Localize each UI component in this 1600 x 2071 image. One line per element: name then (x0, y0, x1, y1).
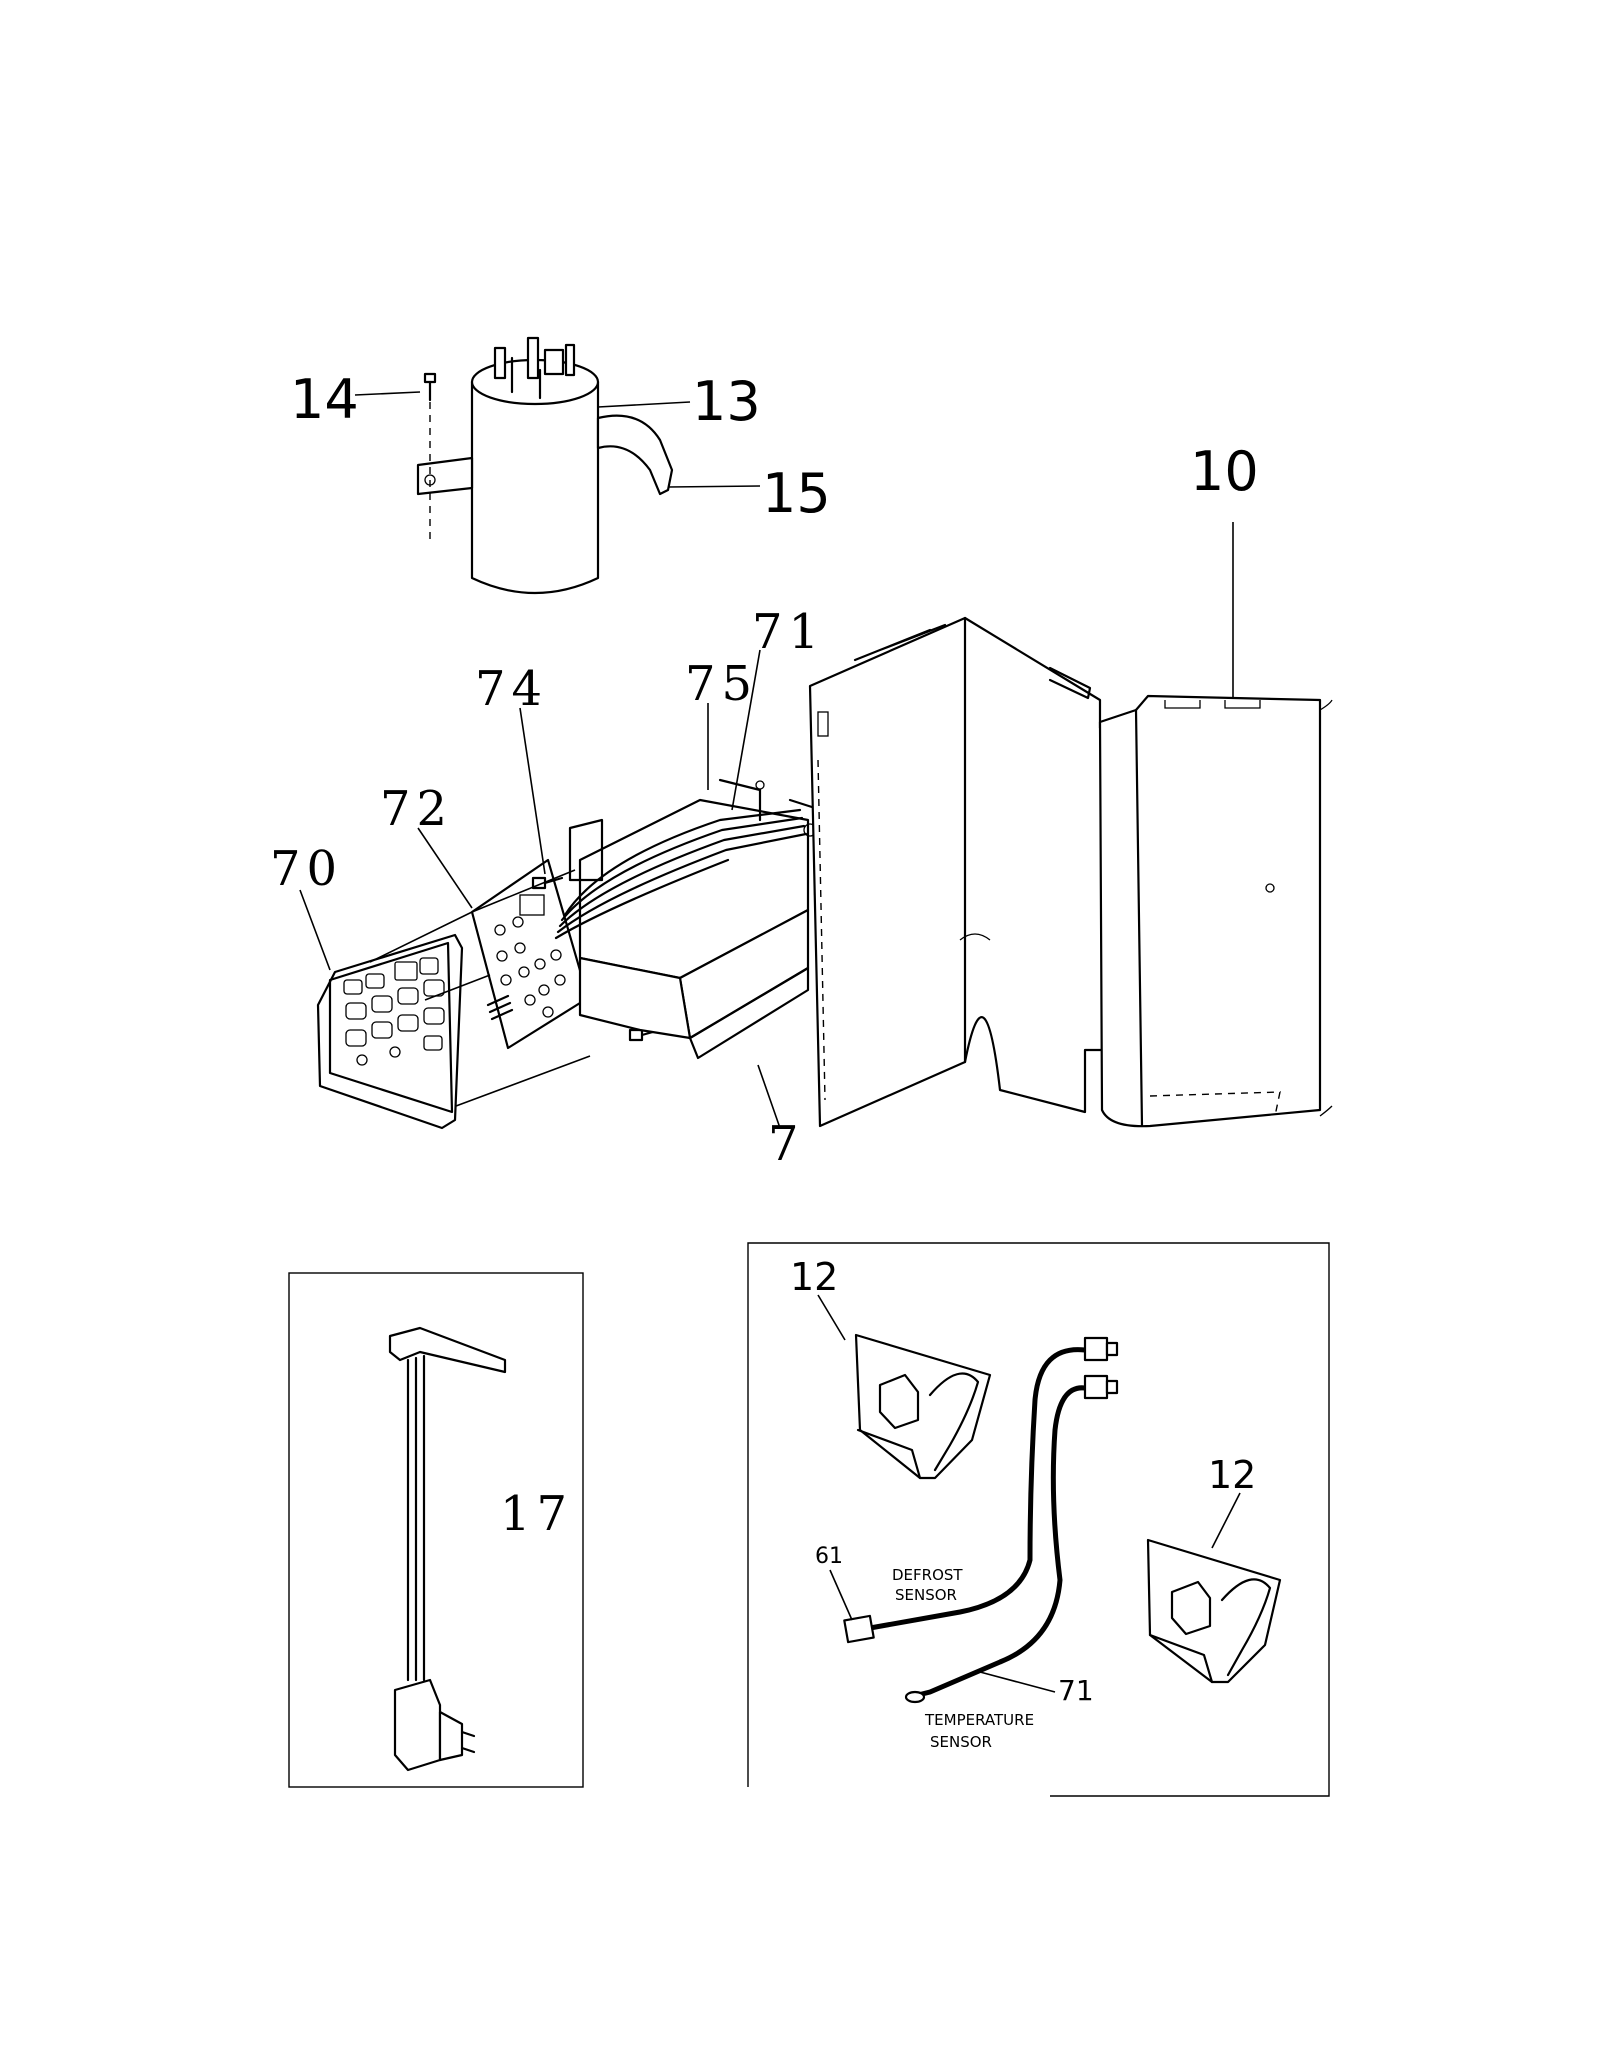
label-part-61: 61 (815, 1544, 843, 1569)
label-part-17: 17 (500, 1486, 573, 1542)
explode-lines (369, 869, 591, 1107)
label-part-13: 13 (692, 370, 761, 433)
sensor-bracket-right (1146, 1538, 1282, 1684)
capacitor-assembly (416, 336, 674, 595)
label-part-75: 75 (685, 656, 758, 712)
part-labels: 14 13 15 10 71 75 74 72 70 7 17 12 12 61… (270, 368, 1259, 1707)
label-part-15: 15 (762, 462, 831, 525)
label-part-12-right: 12 (1208, 1453, 1256, 1497)
sensor-bracket-top (854, 1333, 992, 1480)
connector-upper (1083, 1336, 1109, 1362)
connector-lower (1083, 1374, 1109, 1400)
label-part-72: 72 (380, 781, 453, 837)
label-part-70: 70 (270, 841, 343, 897)
power-cord-17 (388, 1326, 507, 1772)
label-part-71-wire: 71 (1058, 1674, 1094, 1707)
defrost-sensor-probe (843, 1614, 875, 1644)
label-part-7: 7 (768, 1116, 805, 1172)
defrost-sensor-label-line2: SENSOR (895, 1586, 957, 1604)
screw-14 (423, 372, 437, 542)
defrost-sensor-label-line1: DEFROST (892, 1566, 963, 1584)
label-part-10: 10 (1190, 440, 1259, 503)
label-part-14: 14 (290, 368, 359, 431)
leader-lines (299, 391, 1241, 1693)
frame-power-cord (288, 1272, 584, 1788)
circuit-board-72 (470, 858, 590, 1050)
temperature-sensor-label-line1: TEMPERATURE (924, 1711, 1034, 1729)
control-box-7 (554, 778, 817, 1060)
temperature-sensor-label-line2: SENSOR (930, 1733, 992, 1751)
label-part-71-top: 71 (752, 604, 825, 660)
label-part-74: 74 (475, 661, 548, 717)
label-part-12-top: 12 (790, 1255, 838, 1299)
frame-sensors (747, 1242, 1330, 1797)
temperature-sensor-tip (904, 1690, 926, 1704)
control-panel-70 (316, 933, 464, 1130)
sensor-labels: DEFROST SENSOR TEMPERATURE SENSOR (892, 1566, 1034, 1751)
cabinet-shell-10 (808, 616, 1333, 1128)
sensor-wire-harness (843, 1336, 1119, 1704)
